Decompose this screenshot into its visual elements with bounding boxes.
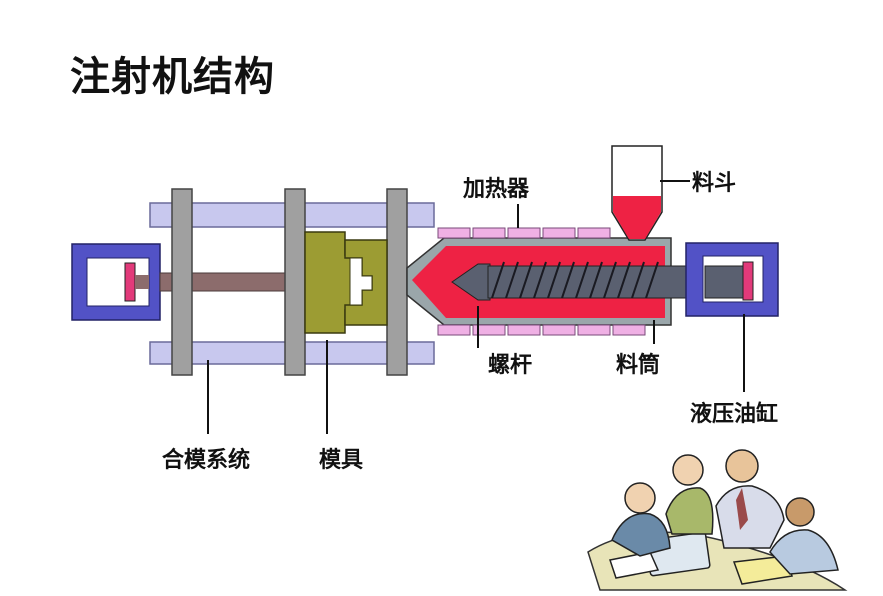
heater-bands-bottom [437,324,646,336]
label-hopper: 料斗 [692,171,736,196]
heater-bands-top [437,227,611,239]
label-clamping-system: 合模系统 [162,447,250,473]
screw-flights [491,261,659,299]
mold-cavity [349,257,373,306]
label-barrel: 料筒 [616,352,660,378]
team-meeting-illustration [587,449,848,591]
right-cylinder-piston-body [704,265,744,299]
clamp-platen-2 [284,188,306,376]
screw-shaft [487,265,689,299]
leader-lines [207,180,745,434]
hopper-material [613,196,661,239]
clamp-platen-1 [171,188,193,376]
clamp-platen-3 [386,188,408,376]
label-mold: 模具 [319,448,363,473]
label-hydraulic-cylinder: 液压油缸 [690,401,778,427]
left-cylinder-piston [124,262,136,302]
left-cylinder-rod-stub [135,275,149,289]
page-title: 注射机结构 [70,54,275,100]
label-heater: 加热器 [462,176,530,202]
label-screw: 螺杆 [488,353,532,378]
right-cylinder-piston [742,261,754,301]
